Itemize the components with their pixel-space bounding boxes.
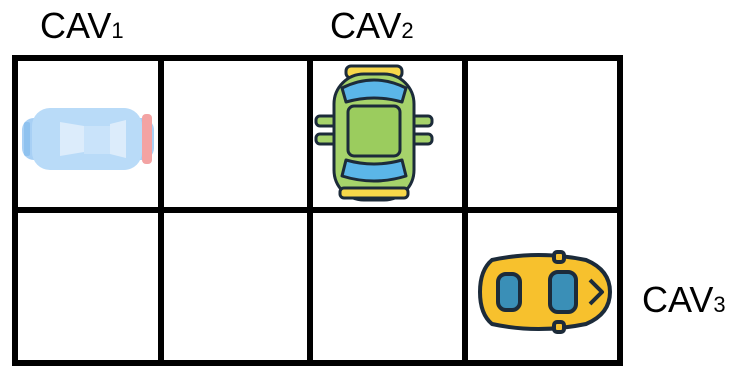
yellow-car-icon <box>478 250 612 334</box>
cav2-label: CAV2 <box>330 8 414 44</box>
cav2-label-text: CAV <box>330 5 402 46</box>
blue-car-icon <box>22 108 154 170</box>
cav1-label: CAV1 <box>40 8 124 44</box>
cav1-label-subscript: 1 <box>111 18 124 43</box>
cav3-label-subscript: 3 <box>713 292 726 317</box>
grid-lines <box>12 55 623 366</box>
green-car-icon <box>314 64 434 202</box>
cav2-label-subscript: 2 <box>401 18 414 43</box>
cav3-label-text: CAV <box>642 279 714 320</box>
cav3-label: CAV3 <box>642 282 726 318</box>
cav1-label-text: CAV <box>40 5 112 46</box>
